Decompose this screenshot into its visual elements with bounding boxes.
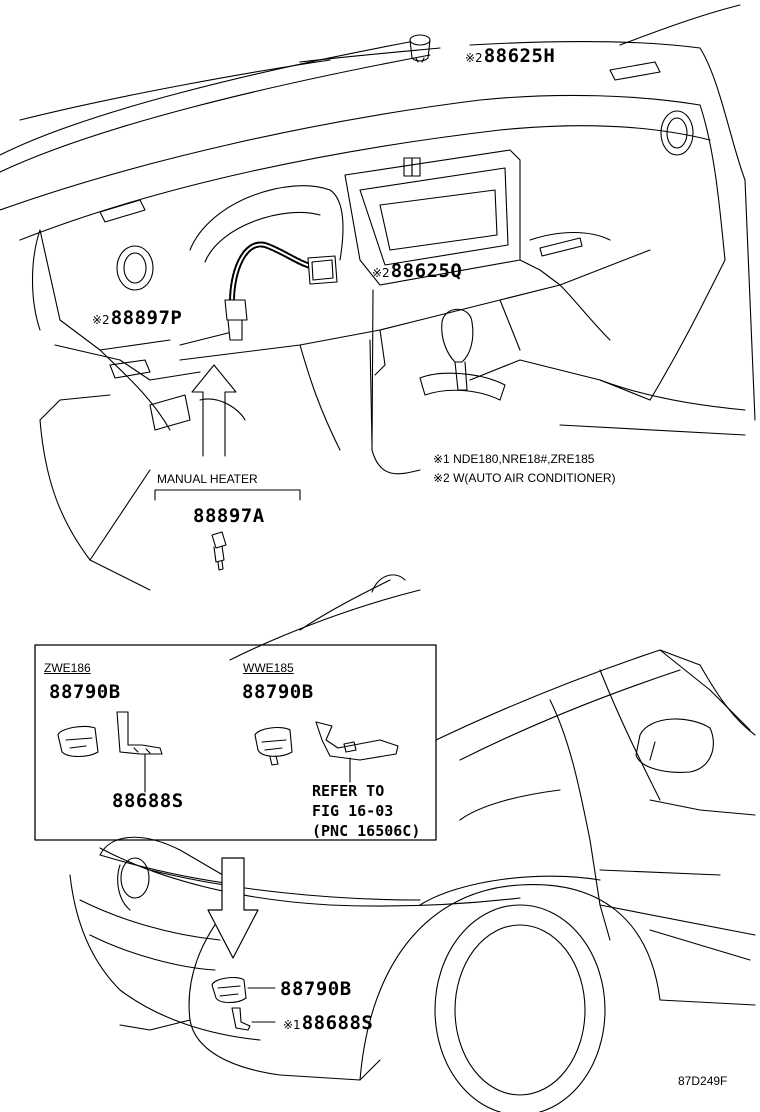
refer-line-2: FIG 16-03 xyxy=(312,802,394,820)
callout-88688s-bottom: ※188688S xyxy=(283,1014,373,1033)
part-number: 88688S xyxy=(301,1012,374,1034)
note-mark: ※1 xyxy=(283,1018,301,1032)
part-number: 88897P xyxy=(110,307,183,329)
note-1: ※1 NDE180,NRE18#,ZRE185 xyxy=(433,453,594,465)
refer-line-3: (PNC 16506C) xyxy=(312,822,421,840)
part-number: 88625Q xyxy=(390,260,463,282)
arrow-up-drawing xyxy=(191,364,237,457)
note-2: ※2 W(AUTO AIR CONDITIONER) xyxy=(433,472,616,484)
variant-label-left: ZWE186 xyxy=(44,661,91,675)
bracket-88688s-bottom-drawing xyxy=(231,1007,276,1031)
note-text: NDE180,NRE18#,ZRE185 xyxy=(453,452,595,466)
manual-heater-bracket xyxy=(154,489,301,501)
callout-88790b-bottom: 88790B xyxy=(280,978,352,1000)
clip-88625h-drawing xyxy=(409,34,431,63)
harness-drawing xyxy=(224,241,338,341)
refer-line-1: REFER TO xyxy=(312,782,385,800)
car-front-drawing xyxy=(69,574,756,1112)
callout-88625q: ※288625Q xyxy=(372,262,462,281)
sensor-88897a-drawing xyxy=(211,531,227,571)
inset-left-sensor-part: 88790B xyxy=(49,681,121,703)
note-mark: ※2 xyxy=(465,51,483,65)
note-text: W(AUTO AIR CONDITIONER) xyxy=(453,471,616,485)
callout-88897p: ※288897P xyxy=(92,309,182,328)
callout-88625h: ※288625H xyxy=(465,47,555,66)
manual-heater-label: MANUAL HEATER xyxy=(157,472,258,486)
note-mark: ※2 xyxy=(92,313,110,327)
note-mark: ※2 xyxy=(433,471,450,485)
dashboard-drawing xyxy=(0,4,756,591)
variant-label-right: WWE185 xyxy=(243,661,294,675)
inset-left-bracket-part: 88688S xyxy=(112,790,184,812)
arrow-down-drawing xyxy=(207,857,259,959)
figure-code: 87D249F xyxy=(678,1074,728,1088)
sensor-88790b-bottom-drawing xyxy=(211,976,276,1004)
part-number: 88625H xyxy=(483,45,556,67)
inset-parts-drawing xyxy=(57,711,399,793)
note-mark: ※2 xyxy=(372,266,390,280)
note-mark: ※1 xyxy=(433,452,450,466)
callout-88897a: 88897A xyxy=(193,505,265,527)
inset-right-sensor-part: 88790B xyxy=(242,681,314,703)
